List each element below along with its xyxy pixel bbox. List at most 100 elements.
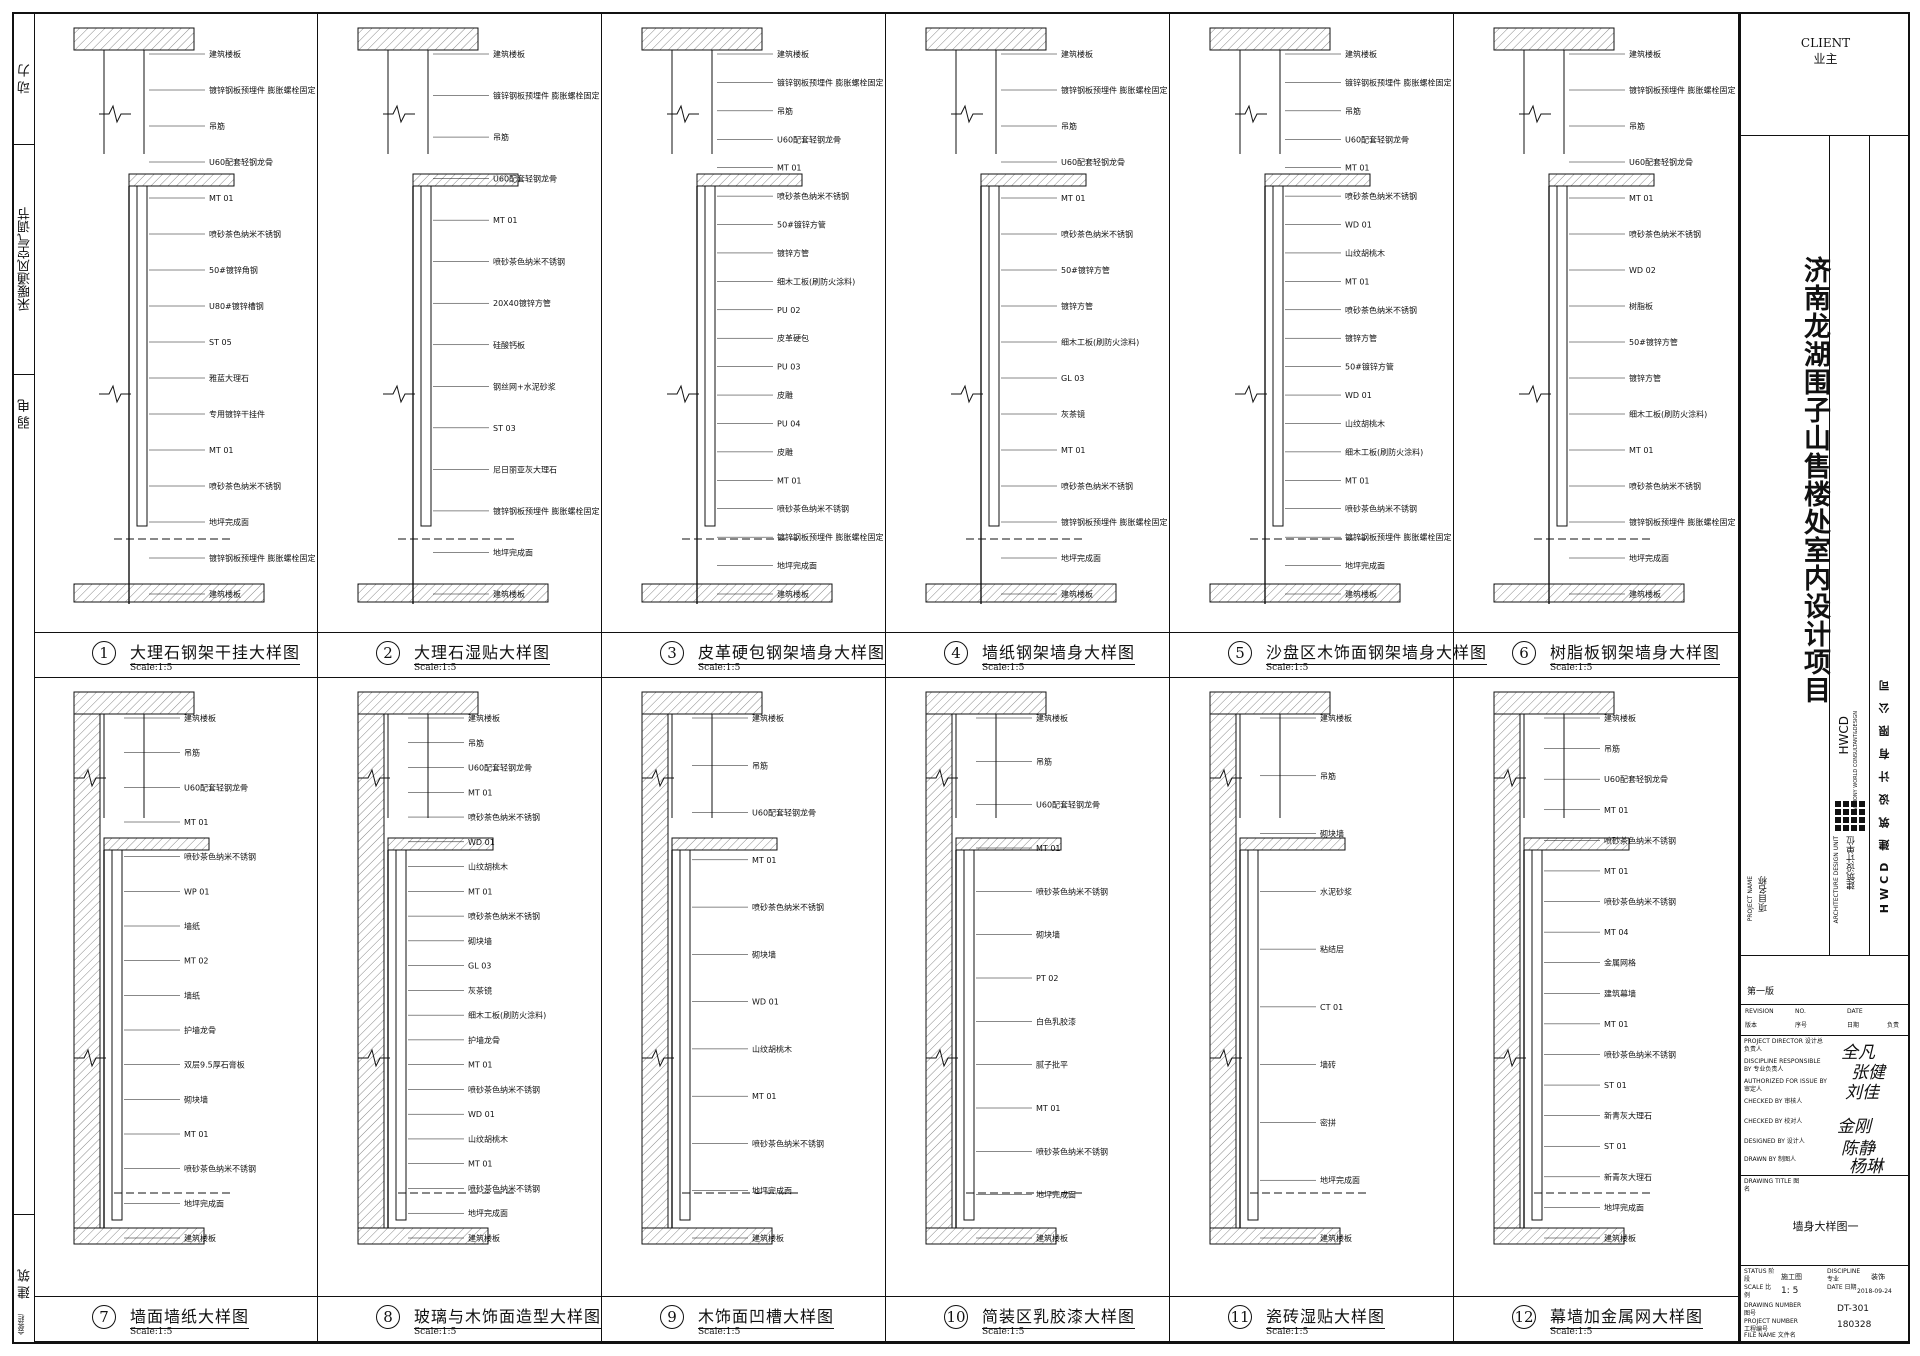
- annotation-label: 建筑楼板: [1629, 589, 1661, 599]
- annotation-label: MT 01: [468, 1061, 493, 1070]
- annotation-label: 双层9.5厚石膏板: [184, 1060, 245, 1070]
- annotation-label: 腻子批平: [1036, 1060, 1068, 1070]
- wall-finish: [1556, 185, 1568, 527]
- annotation-label: 吊筋: [1345, 106, 1361, 116]
- annotation-label: 建筑楼板: [1036, 1233, 1068, 1243]
- wall-finish: [1272, 185, 1284, 527]
- annotation-label: 喷砂茶色纳米不锈钢: [209, 481, 281, 491]
- annotation-label: U60配套轻钢龙骨: [1629, 157, 1693, 167]
- annotation-label: MT 01: [1061, 446, 1086, 455]
- annotation-label: 建筑楼板: [1320, 713, 1352, 723]
- detail-title: 墙纸钢架墙身大样图: [982, 639, 1136, 665]
- role: PROJECT DIRECTOR 设计总负责人: [1744, 1038, 1823, 1053]
- file-name-label: FILE NAME 文件名: [1744, 1332, 1796, 1339]
- annotation-label: U60配套轻钢龙骨: [752, 808, 816, 818]
- annotation-label: 建筑楼板: [493, 49, 525, 59]
- annotation-label: 粘结层: [1320, 944, 1344, 954]
- annotation-label: U60配套轻钢龙骨: [1036, 800, 1100, 810]
- annotation-label: MT 01: [1036, 844, 1061, 853]
- annotation-label: U80#镀锌槽钢: [209, 301, 264, 311]
- role: DESIGNED BY 设计人: [1744, 1138, 1805, 1145]
- ceiling-board: [980, 173, 1087, 187]
- annotation-label: MT 01: [184, 818, 209, 827]
- strip-label: 采暖通风空气调节: [18, 207, 33, 311]
- drawing-title-label: DRAWING TITLE 图名: [1744, 1178, 1800, 1193]
- annotation-label: 建筑楼板: [493, 589, 525, 599]
- annotation-label: 50#镀锌方管: [1345, 362, 1394, 372]
- ceiling-board: [412, 173, 519, 187]
- floor-slab-bottom: [1493, 1227, 1625, 1245]
- floor-slab-bottom: [925, 583, 1117, 603]
- annotation-label: 建筑幕墙: [1604, 988, 1636, 998]
- detail-title: 皮革硬包钢架墙身大样图: [698, 639, 886, 665]
- annotation-label: 山纹胡桃木: [1345, 418, 1385, 428]
- annotation-label: U60配套轻钢龙骨: [209, 157, 273, 167]
- drawing-number-label: DRAWING NUMBER 图号: [1744, 1302, 1802, 1317]
- annotation-label: U60配套轻钢龙骨: [1061, 157, 1125, 167]
- annotation-label: 细木工板(刷防火涂料): [468, 1010, 546, 1020]
- annotation-label: 20X40镀锌方管: [493, 298, 551, 308]
- masonry-wall: [925, 713, 953, 1229]
- annotation-label: WD 01: [752, 998, 779, 1007]
- annotation-label: 镀锌方管: [1061, 301, 1093, 311]
- annotation-label: 地坪完成面: [1629, 553, 1669, 563]
- annotation-label: 地坪完成面: [1604, 1202, 1644, 1212]
- wall-finish: [1531, 849, 1543, 1221]
- signature: 张健: [1851, 1063, 1885, 1083]
- detail-number: 5: [1228, 641, 1252, 665]
- annotation-label: 砌块墙: [1036, 930, 1060, 940]
- annotation-label: 喷砂茶色纳米不锈钢: [777, 191, 849, 201]
- annotation-label: 喷砂茶色纳米不锈钢: [468, 911, 540, 921]
- detail-number: 6: [1512, 641, 1536, 665]
- annotation-label: 镀锌钢板预埋件 膨胀螺栓固定: [493, 506, 600, 516]
- annotation-label: 钢丝网+水泥砂浆: [493, 381, 556, 391]
- rev-head: 负责: [1887, 1022, 1900, 1029]
- masonry-wall: [1209, 713, 1237, 1229]
- annotation-label: 墙砖: [1320, 1060, 1336, 1070]
- annotation-label: 喷砂茶色纳米不锈钢: [1036, 1146, 1108, 1156]
- annotation-label: MT 01: [752, 856, 777, 865]
- scale-label: SCALE 比例: [1744, 1284, 1772, 1299]
- annotation-label: 密拼: [1320, 1117, 1336, 1127]
- annotation-label: 吊筋: [468, 738, 484, 748]
- annotation-label: 细木工板(刷防火涂料): [777, 276, 855, 286]
- annotation-label: 砌块墙: [468, 936, 492, 946]
- client-label-en: CLIENT: [1800, 36, 1851, 50]
- annotation-label: 细木工板(刷防火涂料): [1629, 409, 1707, 419]
- annotation-label: 专用镀锌干挂件: [209, 409, 265, 419]
- drawing-title: 墙身大样图一: [1792, 1220, 1859, 1233]
- masonry-wall: [357, 713, 385, 1229]
- annotation-label: 镀锌钢板预埋件 膨胀螺栓固定: [777, 77, 884, 87]
- annotation-label: MT 01: [468, 1160, 493, 1169]
- annotation-label: 吊筋: [1036, 756, 1052, 766]
- detail-number: 1: [92, 641, 116, 665]
- logo-sub: HARMONY WORLD CONSULTANT&DESIGN: [1853, 711, 1859, 816]
- masonry-wall: [641, 713, 669, 1229]
- detail-title: 树脂板钢架墙身大样图: [1550, 639, 1721, 665]
- detail-number: 8: [376, 1305, 400, 1329]
- annotation-label: U60配套轻钢龙骨: [1345, 134, 1409, 144]
- annotation-label: 建筑楼板: [1036, 713, 1068, 723]
- annotation-label: 吊筋: [1061, 121, 1077, 131]
- wall-finish: [679, 849, 691, 1221]
- annotation-label: 灰茶镜: [1061, 409, 1085, 419]
- detail-title: 沙盘区木饰面钢架墙身大样图: [1266, 639, 1488, 665]
- signature: 陈静: [1841, 1139, 1875, 1159]
- annotation-label: 吊筋: [752, 760, 768, 770]
- floor-slab-top: [1493, 27, 1615, 51]
- annotation-label: 喷砂茶色纳米不锈钢: [1604, 835, 1676, 845]
- signature: 杨琳: [1849, 1157, 1883, 1177]
- signature: 全凡: [1841, 1043, 1875, 1063]
- role: CHECKED BY 审核人: [1744, 1098, 1803, 1105]
- annotation-label: GL 03: [1061, 374, 1084, 383]
- annotation-label: 硅酸钙板: [493, 340, 525, 350]
